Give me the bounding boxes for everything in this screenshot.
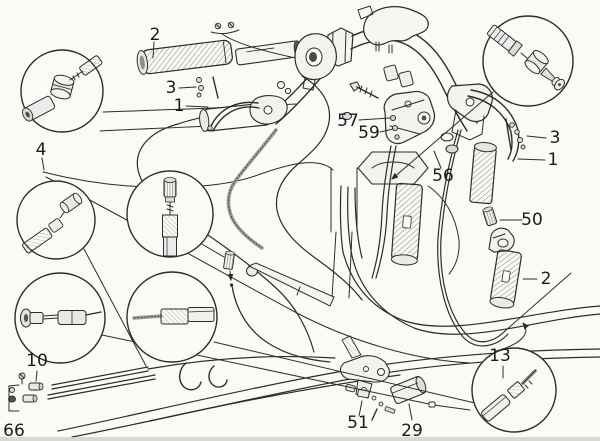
callout-66: 66 [3, 421, 25, 441]
inline-adjuster [223, 250, 235, 287]
inset-bottom-right [471, 347, 557, 433]
bracket-66 [8, 384, 20, 412]
adjuster-50 [482, 206, 498, 227]
callout-2-left: 2 [150, 25, 161, 45]
cable-clamp-assembly [339, 335, 427, 421]
trunnion-barrel [50, 74, 75, 100]
callout-3-right: 3 [550, 128, 561, 148]
clamp-bolt [342, 81, 379, 120]
switch-housing-assembly [342, 64, 459, 154]
callout-59: 59 [358, 123, 380, 143]
throttle-tube [235, 40, 302, 66]
callout-4: 4 [36, 140, 47, 160]
left-grip-assembly [136, 21, 337, 132]
callout-2-right: 2 [541, 269, 552, 289]
callout-13: 13 [489, 346, 511, 366]
window-edge [0, 437, 600, 441]
callout-3-left: 3 [166, 78, 177, 98]
lever-screws-left [196, 76, 219, 99]
inset-mid-left-a [16, 180, 96, 260]
clamp-bits-51 [345, 383, 396, 421]
callout-1-left: 1 [174, 96, 185, 116]
inset-mid-left-b [126, 170, 214, 258]
inset-low-left-b [126, 271, 218, 363]
callout-10: 10 [26, 351, 48, 371]
inset-top-left [20, 49, 104, 133]
right-grip-assembly [482, 206, 522, 309]
front-brake-lever [446, 83, 526, 162]
clutch-lever [207, 81, 292, 132]
frame-silhouette [42, 151, 471, 364]
callout-51: 51 [347, 413, 369, 433]
cable-hook [208, 365, 228, 388]
front-brake-cable [440, 129, 506, 343]
cable-fasteners [8, 372, 44, 412]
callout-57: 57 [337, 111, 359, 131]
callout-56: 56 [432, 166, 454, 186]
trunnion-barrel [524, 50, 549, 75]
inset-low-left-a [14, 272, 106, 364]
grip-screws [210, 21, 292, 58]
callout-50: 50 [521, 210, 543, 230]
callout-29: 29 [401, 421, 423, 441]
throttle-cable [275, 75, 363, 301]
inset-top-right [482, 15, 574, 107]
lever-screws-right [505, 118, 526, 151]
right-grip [489, 249, 522, 309]
callout-1-right: 1 [548, 150, 559, 170]
bare-inner-wire [504, 272, 572, 332]
bar-end-tube [469, 142, 497, 205]
brake-rod [246, 262, 335, 307]
barrel-nipple [59, 192, 83, 214]
cable-hook [179, 362, 202, 391]
bar-top-bracket [363, 6, 429, 46]
callout-labels: 2 3 1 4 57 59 56 3 1 50 2 10 66 51 29 13 [3, 25, 560, 441]
sleeve-29 [390, 376, 427, 404]
